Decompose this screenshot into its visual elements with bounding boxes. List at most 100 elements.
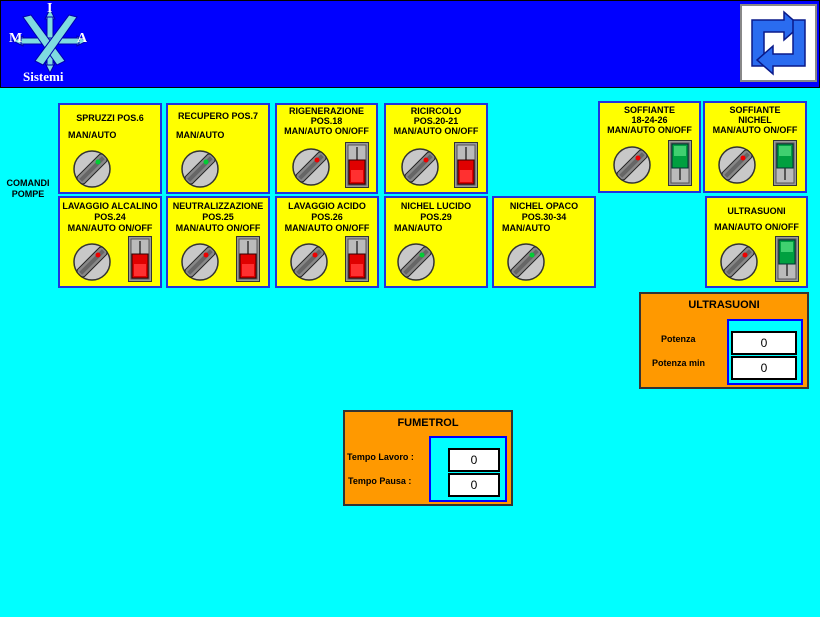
toggle-switch-neutralizzazione[interactable]	[236, 236, 260, 282]
selector-dial-icon	[401, 148, 439, 186]
panel-subtitle: MAN/AUTO ON/OFF	[67, 223, 153, 233]
panel-title: RECUPERO POS.7	[177, 111, 259, 121]
panel-pos: POS.18	[310, 116, 343, 126]
selector-dial-icon	[397, 243, 435, 281]
panel-pos: 18-24-26	[631, 115, 668, 125]
ultrasuoni-fields-frame: 0 0	[727, 319, 803, 385]
panel-rigenerazione: RIGENERAZIONE POS.18 MAN/AUTO ON/OFF	[275, 103, 378, 194]
panel-nichel-opaco: NICHEL OPACO POS.30-34 MAN/AUTO	[492, 196, 596, 288]
side-label-line2: POMPE	[11, 189, 45, 199]
panel-subtitle: MAN/AUTO	[502, 223, 551, 233]
toggle-switch-lavaggio-alcalino[interactable]	[128, 236, 152, 282]
selector-switch-lavaggio-acido[interactable]	[289, 242, 329, 282]
toggle-switch-soffiante-2[interactable]	[773, 140, 797, 186]
panel-pos: NICHEL	[738, 115, 772, 125]
panel-subtitle: MAN/AUTO ON/OFF	[393, 126, 479, 136]
logo-letter-a: A	[77, 31, 88, 46]
selector-dial-icon	[718, 146, 756, 184]
selector-switch-ultrasuoni[interactable]	[719, 242, 759, 282]
header-bar: I M A Sistemi	[0, 0, 820, 88]
potenza-label: Potenza	[661, 334, 696, 344]
selector-switch-spruzzi[interactable]	[72, 149, 112, 189]
toggle-switch-icon	[773, 140, 797, 186]
panel-subtitle: MAN/AUTO ON/OFF	[607, 125, 692, 135]
toggle-switch-ricircolo[interactable]	[454, 142, 478, 188]
panel-lavaggio-alcalino: LAVAGGIO ALCALINO POS.24 MAN/AUTO ON/OFF	[58, 196, 162, 288]
toggle-switch-ultrasuoni[interactable]	[775, 236, 799, 282]
panel-title: RICIRCOLO	[410, 106, 462, 116]
swap-arrows-icon	[751, 10, 806, 76]
panel-pos: POS.24	[94, 212, 126, 222]
potenza-field[interactable]: 0	[731, 331, 797, 355]
selector-switch-rigenerazione[interactable]	[291, 147, 331, 187]
tempo-pausa-label: Tempo Pausa :	[348, 476, 412, 486]
selector-dial-icon	[73, 243, 111, 281]
panel-title: NEUTRALIZZAZIONE	[172, 201, 264, 211]
panel-title: NICHEL LUCIDO	[400, 201, 472, 211]
logo-letter-i: I	[47, 1, 53, 16]
panel-ricircolo: RICIRCOLO POS.20-21 MAN/AUTO ON/OFF	[384, 103, 488, 194]
panel-subtitle: MAN/AUTO ON/OFF	[714, 222, 799, 232]
panel-title: NICHEL OPACO	[509, 201, 579, 211]
selector-dial-icon	[181, 243, 219, 281]
panel-soffiante-2: SOFFIANTE NICHEL MAN/AUTO ON/OFF	[703, 101, 807, 193]
toggle-switch-icon	[345, 236, 369, 282]
selector-dial-icon	[613, 146, 651, 184]
selector-switch-nichel-lucido[interactable]	[396, 242, 436, 282]
selector-switch-neutralizzazione[interactable]	[180, 242, 220, 282]
panel-subtitle: MAN/AUTO ON/OFF	[284, 126, 369, 136]
toggle-switch-icon	[775, 236, 799, 282]
selector-switch-lavaggio-alcalino[interactable]	[72, 242, 112, 282]
panel-pos: POS.25	[202, 212, 234, 222]
panel-subtitle: MAN/AUTO ON/OFF	[175, 223, 261, 233]
tempo-lavoro-label: Tempo Lavoro :	[347, 452, 414, 462]
potenza-min-label: Potenza min	[652, 358, 706, 368]
fumetrol-settings-box: FUMETROL Tempo Lavoro : Tempo Pausa : 0 …	[343, 410, 513, 506]
toggle-switch-icon	[454, 142, 478, 188]
panel-title: RIGENERAZIONE	[288, 106, 364, 116]
panel-subtitle: MAN/AUTO	[68, 130, 117, 140]
page-switch-button[interactable]	[740, 4, 817, 82]
panel-pos: POS.26	[311, 212, 343, 222]
selector-dial-icon	[292, 148, 330, 186]
panel-pos: POS.29	[420, 212, 452, 222]
panel-recupero: RECUPERO POS.7 MAN/AUTO	[166, 103, 270, 194]
logo-text: Sistemi	[23, 69, 64, 84]
toggle-switch-lavaggio-acido[interactable]	[345, 236, 369, 282]
selector-switch-soffiante-2[interactable]	[717, 145, 757, 185]
panel-subtitle: MAN/AUTO	[176, 130, 225, 140]
panel-neutralizzazione: NEUTRALIZZAZIONE POS.25 MAN/AUTO ON/OFF	[166, 196, 270, 288]
selector-dial-icon	[290, 243, 328, 281]
selector-switch-recupero[interactable]	[180, 149, 220, 189]
panel-subtitle: MAN/AUTO ON/OFF	[284, 223, 370, 233]
selector-dial-icon	[507, 243, 545, 281]
panel-lavaggio-acido: LAVAGGIO ACIDO POS.26 MAN/AUTO ON/OFF	[275, 196, 379, 288]
panel-pos: POS.30-34	[521, 212, 567, 222]
panel-title: SOFFIANTE	[729, 105, 781, 115]
panel-title: SPRUZZI POS.6	[76, 113, 144, 123]
tempo-lavoro-field[interactable]: 0	[448, 448, 500, 472]
panel-title: LAVAGGIO ALCALINO	[62, 201, 158, 211]
panel-subtitle: MAN/AUTO ON/OFF	[712, 125, 798, 135]
ultrasuoni-box-title: ULTRASUONI	[688, 299, 760, 311]
fumetrol-fields-frame: 0 0	[429, 436, 507, 502]
toggle-switch-icon	[668, 140, 692, 186]
panel-nichel-lucido: NICHEL LUCIDO POS.29 MAN/AUTO	[384, 196, 488, 288]
side-label-line1: COMANDI	[6, 178, 50, 188]
panel-soffiante-1: SOFFIANTE 18-24-26 MAN/AUTO ON/OFF	[598, 101, 701, 193]
panel-subtitle: MAN/AUTO	[394, 223, 443, 233]
toggle-switch-rigenerazione[interactable]	[345, 142, 369, 188]
selector-switch-soffiante-1[interactable]	[612, 145, 652, 185]
selector-switch-ricircolo[interactable]	[400, 147, 440, 187]
potenza-min-field[interactable]: 0	[731, 356, 797, 380]
panel-ultrasuoni: ULTRASUONI MAN/AUTO ON/OFF	[705, 196, 808, 288]
panel-pos: POS.20-21	[413, 116, 459, 126]
logo-letter-m: M	[9, 31, 23, 46]
fumetrol-box-title: FUMETROL	[397, 417, 459, 429]
panel-title: SOFFIANTE	[624, 105, 675, 115]
comandi-pompe-label: COMANDI POMPE	[2, 178, 54, 200]
toggle-switch-soffiante-1[interactable]	[668, 140, 692, 186]
toggle-switch-icon	[236, 236, 260, 282]
tempo-pausa-field[interactable]: 0	[448, 473, 500, 497]
selector-switch-nichel-opaco[interactable]	[506, 242, 546, 282]
